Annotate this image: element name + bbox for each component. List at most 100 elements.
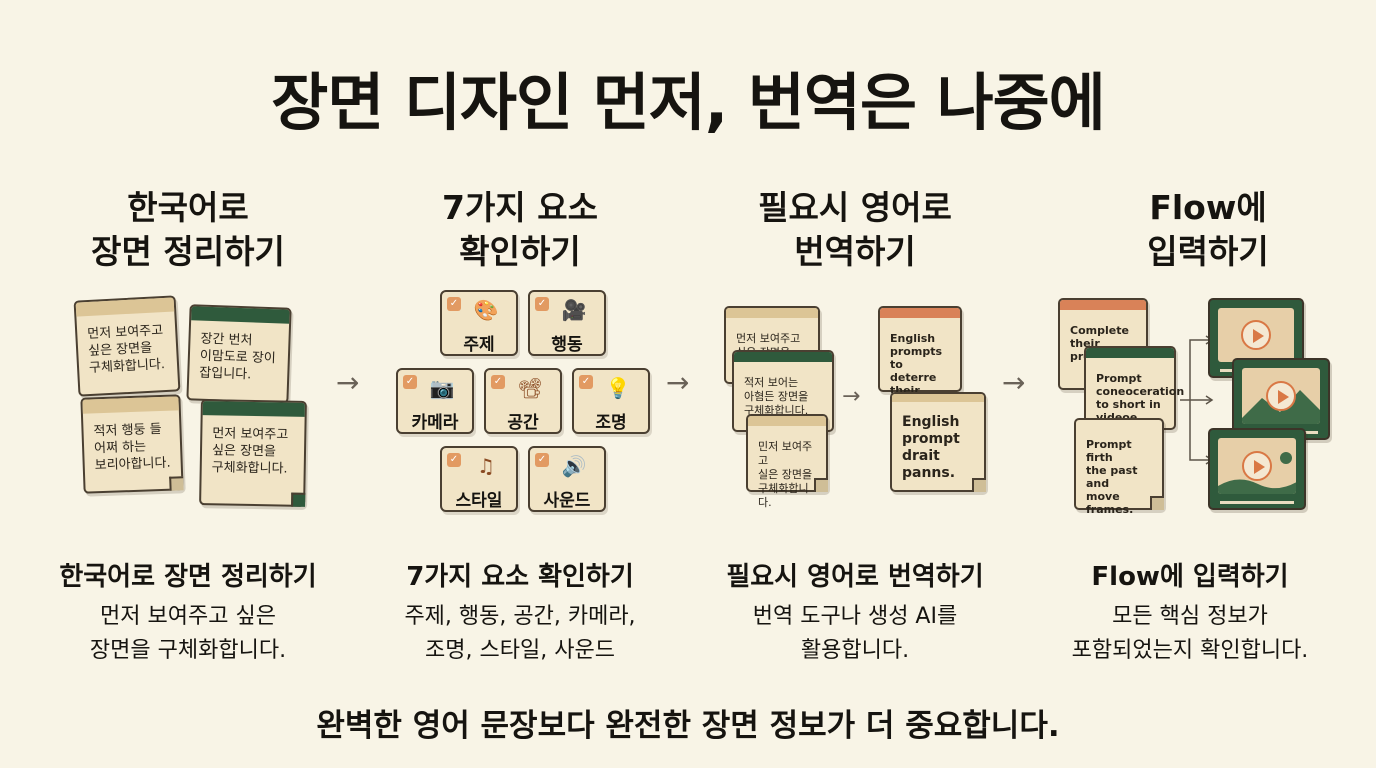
- note-line: 아혐든 장면을: [744, 390, 809, 403]
- step-2-caption-desc: 주제, 행동, 공간, 카메라, 조명, 스타일, 사운드: [360, 600, 680, 668]
- step-4-caption-title: Flow에 입력하기: [1091, 562, 1289, 592]
- note-line: 구체화합니다.: [758, 482, 809, 509]
- step-1-heading-line-2: 장면 정리하기: [91, 232, 285, 271]
- note-line: 구체화합니다.: [88, 357, 166, 377]
- checkbox-checked-icon: ✓: [579, 375, 593, 389]
- music-note-icon: ♫: [477, 454, 495, 478]
- caption-line: 모든 핵심 정보가: [1112, 604, 1268, 629]
- note-line: 실은 장면을: [758, 468, 813, 481]
- note-line: 적저 행둥 들: [93, 421, 162, 440]
- play-icon: [1266, 381, 1296, 411]
- video-frame: [1208, 428, 1306, 510]
- caption-line: 조명, 스타일, 사운드: [425, 638, 615, 663]
- note-line: Prompt: [1096, 372, 1142, 385]
- prompt-note: Prompt coneoceration to short in videoe …: [1084, 346, 1185, 437]
- step-3-heading: 필요시 영어로 번역하기: [705, 186, 1005, 274]
- note-line: Prompt firth: [1086, 438, 1132, 464]
- note-line: 먼저 보여주고: [212, 426, 289, 443]
- arrow-right-icon: →: [336, 366, 360, 399]
- element-sound: ✓ 🔊 사운드: [528, 446, 606, 512]
- prompt-note: Prompt firth the past and move frames.: [1074, 418, 1164, 516]
- note-line: coneoceration: [1096, 385, 1185, 398]
- step-3-heading-line-1: 필요시 영어로: [758, 188, 952, 227]
- element-label: 조명: [595, 413, 627, 433]
- lightbulb-icon: 💡: [605, 376, 631, 400]
- checkbox-checked-icon: ✓: [403, 375, 417, 389]
- element-style: ✓ ♫ 스타일: [440, 446, 518, 512]
- note-line: move frames.: [1086, 490, 1134, 516]
- projector-icon: 📽: [517, 376, 543, 400]
- note-line: to short in: [1096, 398, 1161, 411]
- play-icon: [1241, 320, 1271, 350]
- note-line: prompts to: [890, 345, 942, 371]
- arrow-right-icon: →: [842, 384, 861, 409]
- step-2-heading-line-2: 확인하기: [459, 232, 581, 271]
- video-frame: [1232, 358, 1330, 440]
- page-title: 장면 디자인 먼저, 번역은 나중에: [271, 66, 1105, 139]
- checkbox-checked-icon: ✓: [491, 375, 505, 389]
- korean-note: 먼저 보여주고 싶은 장면을 구체화합니다.: [73, 295, 181, 397]
- note-line: English: [890, 332, 936, 345]
- element-label: 사운드: [543, 491, 591, 511]
- korean-note: 장간 번처 이맘도로 장이 잡입니다.: [186, 304, 292, 404]
- korean-note: 먼저 보여주고 싶은 장면을 구체화합니다.: [199, 399, 307, 507]
- step-1-caption-desc: 먼저 보여주고 싶은 장면을 구체화합니다.: [28, 600, 348, 668]
- caption-line: 먼저 보여주고 싶은: [100, 604, 276, 629]
- element-label: 주제: [463, 335, 495, 355]
- korean-note: 민저 보여주고 실은 장면을 구체화합니다.: [746, 414, 828, 509]
- checkbox-checked-icon: ✓: [535, 297, 549, 311]
- caption-line: 장면을 구체화합니다.: [89, 638, 287, 663]
- element-lighting: ✓ 💡 조명: [572, 368, 650, 434]
- step-2-caption-title: 7가지 요소 확인하기: [406, 562, 634, 592]
- note-line: 싶은 장면을: [211, 443, 277, 460]
- note-line: drait panns.: [902, 448, 956, 481]
- note-line: 잡입니다.: [199, 365, 252, 383]
- element-label: 카메라: [411, 413, 459, 433]
- video-camera-icon: 🎥: [561, 298, 587, 322]
- step-1-heading: 한국어로 장면 정리하기: [38, 186, 338, 274]
- step-4-caption-desc: 모든 핵심 정보가 포함되었는지 확인합니다.: [1030, 600, 1350, 668]
- step-4-heading-line-1: Flow에: [1149, 188, 1267, 227]
- step-4-heading: Flow에 입력하기: [1058, 186, 1358, 274]
- speaker-icon: 🔊: [561, 454, 587, 478]
- note-line: the past and: [1086, 464, 1138, 490]
- element-action: ✓ 🎥 행동: [528, 290, 606, 356]
- caption-line: 활용합니다.: [800, 638, 910, 663]
- bottom-note: 완벽한 영어 문장보다 완전한 장면 정보가 더 중요합니다.: [316, 708, 1060, 744]
- checkbox-checked-icon: ✓: [447, 297, 461, 311]
- caption-line: 포함되었는지 확인합니다.: [1071, 638, 1309, 663]
- note-line: prompt: [902, 431, 960, 447]
- note-line: 적저 보어는: [744, 376, 799, 389]
- note-line: English: [902, 414, 960, 430]
- step-1-heading-line-1: 한국어로: [127, 188, 249, 227]
- caption-line: 번역 도구나 생성 AI를: [752, 604, 958, 629]
- arrow-right-icon: →: [1002, 366, 1026, 399]
- step-2-heading-line-1: 7가지 요소: [442, 188, 598, 227]
- caption-line: 주제, 행동, 공간, 카메라,: [404, 604, 636, 629]
- note-line: 구체화합니다.: [744, 404, 809, 417]
- play-icon: [1242, 451, 1272, 481]
- english-note: English prompts to deterre their pamns.: [878, 306, 962, 410]
- element-label: 행동: [551, 335, 583, 355]
- step-3-heading-line-2: 번역하기: [794, 232, 916, 271]
- step-3-caption-title: 필요시 영어로 번역하기: [726, 562, 984, 592]
- korean-note: 적저 행둥 들 어쩌 하는 보리아합니다.: [80, 394, 184, 494]
- step-3-caption-desc: 번역 도구나 생성 AI를 활용합니다.: [695, 600, 1015, 668]
- step-4-heading-line-2: 입력하기: [1147, 232, 1269, 271]
- step-2-heading: 7가지 요소 확인하기: [370, 186, 670, 274]
- checkbox-checked-icon: ✓: [447, 453, 461, 467]
- element-theme: ✓ 🎨 주제: [440, 290, 518, 356]
- note-line: 구체화합니다.: [211, 460, 288, 477]
- element-label: 공간: [507, 413, 539, 433]
- note-line: deterre: [890, 371, 937, 384]
- palette-icon: 🎨: [473, 298, 499, 322]
- note-line: 민저 보여주고: [758, 440, 813, 467]
- element-space: ✓ 📽 공간: [484, 368, 562, 434]
- arrow-right-icon: →: [666, 366, 690, 399]
- checkbox-checked-icon: ✓: [535, 453, 549, 467]
- camera-icon: 📷: [429, 376, 455, 400]
- note-line: 먼저 보여주고: [736, 332, 801, 345]
- note-line: 보리아합니다.: [94, 455, 171, 474]
- english-note: English prompt drait panns.: [890, 392, 986, 492]
- element-label: 스타일: [455, 491, 503, 511]
